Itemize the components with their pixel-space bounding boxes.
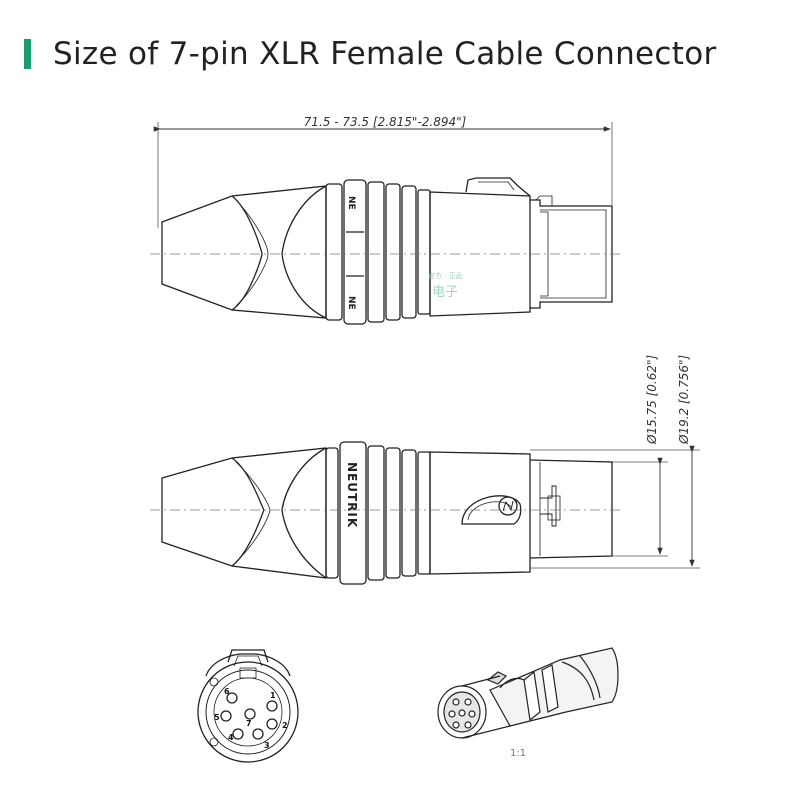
svg-text:4: 4 bbox=[228, 733, 234, 742]
side-mark-bottom: NE bbox=[346, 296, 356, 310]
brand-logo-text: NEUTRIK bbox=[345, 462, 359, 528]
side-view bbox=[161, 177, 613, 325]
perspective-view bbox=[437, 647, 619, 739]
svg-text:7: 7 bbox=[246, 719, 252, 728]
svg-text:1: 1 bbox=[270, 691, 276, 700]
svg-text:2: 2 bbox=[282, 721, 288, 730]
diameter-outer-label: Ø19.2 [0.756"] bbox=[677, 354, 691, 445]
page-title: Size of 7-pin XLR Female Cable Connector bbox=[53, 36, 717, 72]
watermark: 官方 · 正品 电子 bbox=[428, 271, 463, 300]
pin-labels: 1 2 3 4 5 6 7 bbox=[214, 687, 288, 750]
svg-text:3: 3 bbox=[264, 741, 270, 750]
diameter-inner-label: Ø15.75 [0.62"] bbox=[645, 354, 659, 445]
side-mark-top: NE bbox=[346, 196, 356, 210]
svg-text:6: 6 bbox=[224, 687, 230, 696]
length-dimension: 71.5 - 73.5 [2.815"-2.894"] bbox=[153, 115, 613, 228]
title-accent-bar bbox=[24, 39, 31, 69]
top-view bbox=[161, 441, 613, 585]
length-dimension-label: 71.5 - 73.5 [2.815"-2.894"] bbox=[304, 115, 467, 129]
svg-text:5: 5 bbox=[214, 713, 220, 722]
svg-text:电子: 电子 bbox=[432, 285, 458, 300]
svg-text:官方 · 正品: 官方 · 正品 bbox=[428, 271, 463, 280]
title-bar: Size of 7-pin XLR Female Cable Connector bbox=[24, 36, 717, 72]
scale-label: 1:1 bbox=[510, 748, 526, 759]
pin-face-view bbox=[197, 649, 299, 763]
diameter-dimensions: Ø15.75 [0.62"] Ø19.2 [0.756"] bbox=[530, 354, 700, 569]
